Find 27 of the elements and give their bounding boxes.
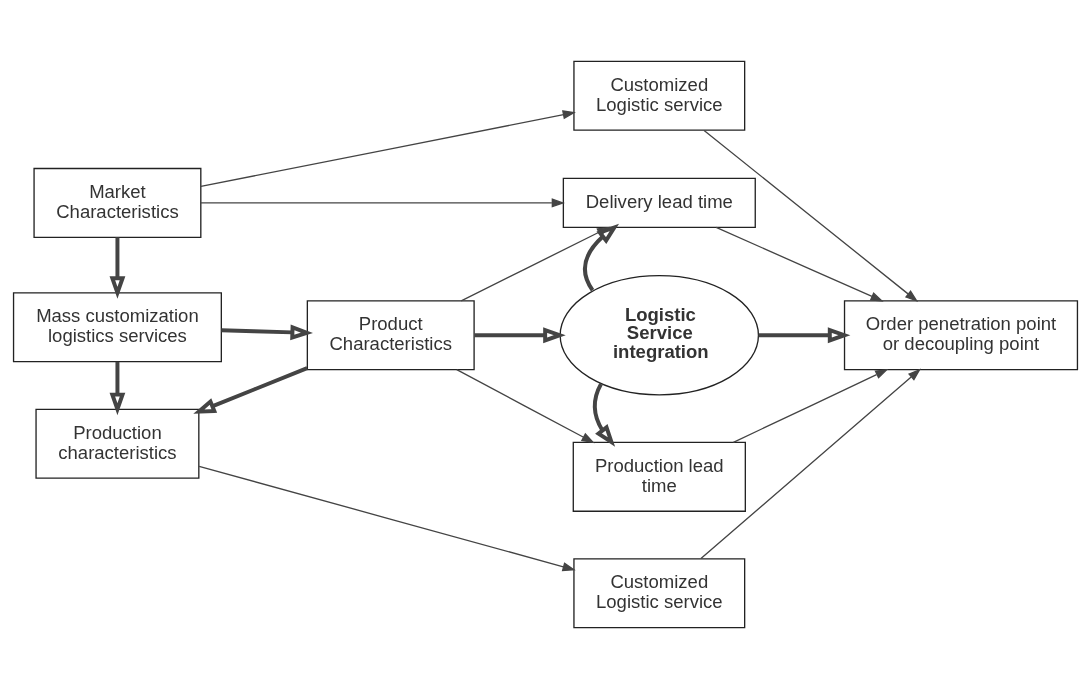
node-box: Product Characteristics	[306, 299, 475, 370]
node-box: Customized Logistic service	[573, 557, 746, 628]
arrow	[700, 368, 921, 559]
arrow	[583, 223, 620, 291]
node-ellipse: Logistic Service integration	[559, 274, 760, 395]
node-box: Delivery lead time	[562, 177, 756, 228]
arrow	[715, 226, 884, 302]
arrow	[193, 365, 308, 414]
arrow	[592, 382, 616, 447]
arrow	[460, 226, 611, 301]
arrow	[474, 326, 566, 343]
arrow	[109, 361, 126, 415]
arrow	[109, 236, 126, 299]
arrow	[200, 197, 565, 208]
arrow	[221, 323, 313, 340]
arrow	[200, 109, 576, 187]
arrow	[732, 368, 889, 443]
arrow	[456, 368, 595, 443]
node-box: Order penetration point or decoupling point	[843, 299, 1079, 370]
node-box: Market Characteristics	[33, 167, 202, 238]
arrow	[198, 465, 576, 571]
node-box: Mass customization logistics services	[12, 291, 222, 362]
node-box: Production characteristics	[35, 408, 200, 479]
node-box: Customized Logistic service	[573, 60, 746, 131]
node-box: Production lead time	[572, 441, 746, 512]
arrow	[758, 326, 851, 343]
arrow	[703, 129, 919, 302]
